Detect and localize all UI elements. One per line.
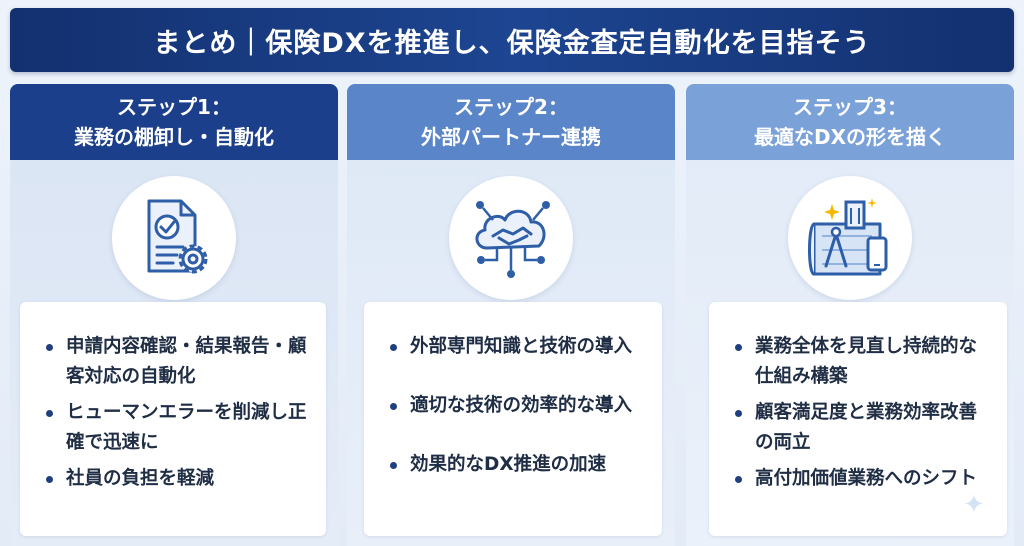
list-item: 申請内容確認・結果報告・顧客対応の自動化 (40, 332, 312, 392)
step-3-header: ステップ3： 最適なDXの形を描く (686, 84, 1014, 160)
list-item: ヒューマンエラーを削減し正確で迅速に (40, 398, 312, 458)
list-item: 顧客満足度と業務効率改善の両立 (729, 398, 993, 458)
sparkle-icon: ✦ (963, 490, 985, 520)
step-3-column: ステップ3： 最適なDXの形を描く 業務全体を見直し持続的な仕組み構築 顧客満足… (686, 84, 1014, 546)
list-item: 社員の負担を軽減 (40, 464, 312, 494)
step-1-title: 業務の棚卸し・自動化 (74, 125, 274, 149)
step-2-header: ステップ2： 外部パートナー連携 (347, 84, 675, 160)
step-2-label: ステップ2： (454, 95, 568, 119)
step-1-label: ステップ1： (117, 95, 231, 119)
list-item: 適切な技術の効率的な導入 (384, 391, 648, 421)
step-1-panel: 申請内容確認・結果報告・顧客対応の自動化 ヒューマンエラーを削減し正確で迅速に … (20, 302, 326, 536)
step-3-title: 最適なDXの形を描く (753, 125, 947, 149)
step-2-title: 外部パートナー連携 (421, 125, 601, 149)
list-item: 高付加価値業務へのシフト (729, 464, 993, 494)
step-2-panel: 外部専門知識と技術の導入 適切な技術の効率的な導入 効果的なDX推進の加速 (364, 302, 662, 536)
list-item: 業務全体を見直し持続的な仕組み構築 (729, 332, 993, 392)
step-1-header: ステップ1： 業務の棚卸し・自動化 (10, 84, 338, 160)
list-item: 外部専門知識と技術の導入 (384, 332, 648, 362)
document-check-gear-icon (112, 176, 236, 300)
page-title: まとめ｜保険DXを推進し、保険金査定自動化を目指そう (10, 8, 1014, 72)
step-3-panel: 業務全体を見直し持続的な仕組み構築 顧客満足度と業務効率改善の両立 高付加価値業… (709, 302, 1007, 536)
step-1-column: ステップ1： 業務の棚卸し・自動化 申請内容確認・結果報告・顧客対応の自動化 ヒ… (10, 84, 338, 546)
list-item: 効果的なDX推進の加速 (384, 450, 648, 480)
step-3-label: ステップ3： (793, 95, 907, 119)
cloud-handshake-network-icon (449, 176, 573, 300)
step-2-column: ステップ2： 外部パートナー連携 外部専門知識と技術の導入 適切な技術の効率的な… (347, 84, 675, 546)
blueprint-building-phone-icon (788, 176, 912, 300)
